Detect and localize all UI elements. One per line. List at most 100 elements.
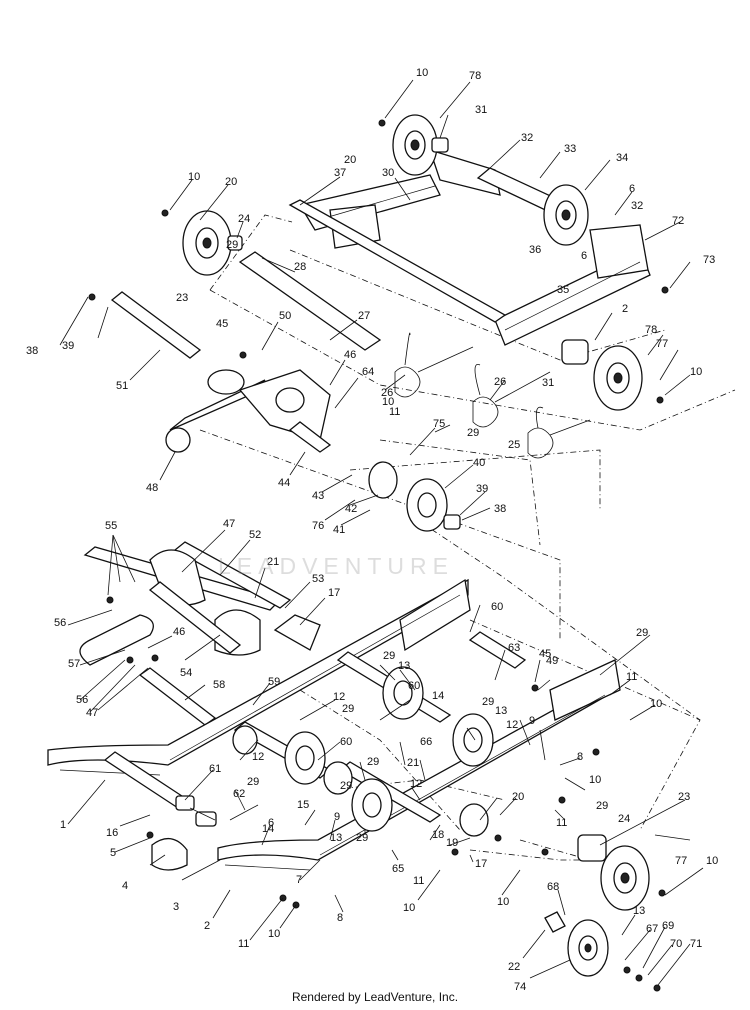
callout: 2: [204, 920, 210, 932]
upper-idler-wheels: [182, 114, 643, 411]
callout: 77: [675, 855, 687, 867]
front-bumper-block: [151, 838, 188, 871]
callout: 60: [340, 736, 352, 748]
callout: 60: [408, 680, 420, 692]
callout: 56: [54, 617, 66, 629]
callout: 27: [358, 310, 370, 322]
callout: 46: [344, 349, 356, 361]
callout: 12: [252, 751, 264, 763]
callout: 14: [432, 690, 444, 702]
leader-lines: [59, 79, 704, 986]
fasteners: [88, 119, 669, 992]
callout: 3: [173, 901, 179, 913]
callout: 2: [622, 303, 628, 315]
callout: 31: [475, 104, 487, 116]
callout: 10: [403, 902, 415, 914]
callout: 13: [330, 832, 342, 844]
callout: 16: [106, 827, 118, 839]
credit-line: Rendered by LeadVenture, Inc.: [291, 990, 459, 1004]
callout: 74: [514, 981, 526, 993]
callout: 21: [267, 556, 279, 568]
callout: 9: [529, 715, 535, 727]
callout: 41: [333, 524, 345, 536]
callout: 61: [209, 763, 221, 775]
callout: 29: [636, 627, 648, 639]
callout: 10: [650, 698, 662, 710]
callout: 76: [312, 520, 324, 532]
callout: 78: [645, 324, 657, 336]
callout: 12: [410, 778, 422, 790]
callout-labels: 10 78 31 20 32 33 34 37 30 10 20 24 29 6…: [26, 67, 718, 993]
callout: 5: [110, 847, 116, 859]
callout: 12: [333, 691, 345, 703]
callout: 42: [345, 503, 357, 515]
callout: 45: [539, 648, 551, 660]
assembly-reference-lines: [199, 214, 736, 861]
callout: 55: [105, 520, 117, 532]
callout: 64: [362, 366, 374, 378]
callout: 49: [546, 655, 558, 667]
callout: 63: [508, 642, 520, 654]
callout: 10: [589, 774, 601, 786]
callout: 75: [433, 418, 445, 430]
middle-shaft-assembly: [110, 251, 382, 453]
callout: 38: [26, 345, 38, 357]
callout: 77: [656, 338, 668, 350]
callout: 62: [233, 788, 245, 800]
callout: 17: [475, 858, 487, 870]
callout: 13: [633, 905, 645, 917]
callout: 11: [413, 875, 424, 887]
callout: 36: [529, 244, 541, 256]
rear-wheels: [544, 834, 650, 977]
callout: 29: [247, 776, 259, 788]
callout: 4: [122, 880, 128, 892]
callout: 29: [342, 703, 354, 715]
callout: 45: [216, 318, 228, 330]
callout: 13: [495, 705, 507, 717]
callout: 9: [334, 811, 340, 823]
callout: 39: [476, 483, 488, 495]
torsion-springs: [394, 332, 591, 459]
callout: 50: [279, 310, 291, 322]
callout: 57: [68, 658, 80, 670]
callout: 69: [662, 920, 674, 932]
callout: 11: [626, 671, 637, 683]
callout: 47: [223, 518, 235, 530]
callout: 54: [180, 667, 192, 679]
callout: 1: [60, 819, 66, 831]
callout: 65: [392, 863, 404, 875]
callout: 14: [262, 823, 274, 835]
callout: 7: [296, 874, 302, 886]
callout: 25: [508, 439, 520, 451]
callout: 68: [547, 881, 559, 893]
callout: 34: [616, 152, 628, 164]
callout: 71: [690, 938, 702, 950]
callout: 43: [312, 490, 324, 502]
callout: 29: [596, 800, 608, 812]
rail-idler-wheels: [232, 666, 494, 837]
callout: 46: [173, 626, 185, 638]
callout: 6: [268, 817, 274, 829]
callout: 35: [557, 284, 569, 296]
callout: 29: [340, 780, 352, 792]
callout: 19: [446, 837, 458, 849]
callout: 70: [670, 938, 682, 950]
callout: 37: [334, 167, 346, 179]
callout: 29: [356, 832, 368, 844]
callout: 51: [116, 380, 128, 392]
callout: 33: [564, 143, 576, 155]
callout: 40: [473, 457, 485, 469]
callout: 58: [213, 679, 225, 691]
callout: 20: [512, 791, 524, 803]
callout: 30: [382, 167, 394, 179]
callout: 20: [344, 154, 356, 166]
callout: 24: [618, 813, 630, 825]
center-idler: [368, 461, 461, 532]
callout: 11: [389, 406, 400, 418]
callout: 8: [337, 912, 343, 924]
callout: 10: [497, 896, 509, 908]
callout: 44: [278, 477, 290, 489]
right-slide-rail: [217, 659, 621, 871]
callout: 23: [176, 292, 188, 304]
